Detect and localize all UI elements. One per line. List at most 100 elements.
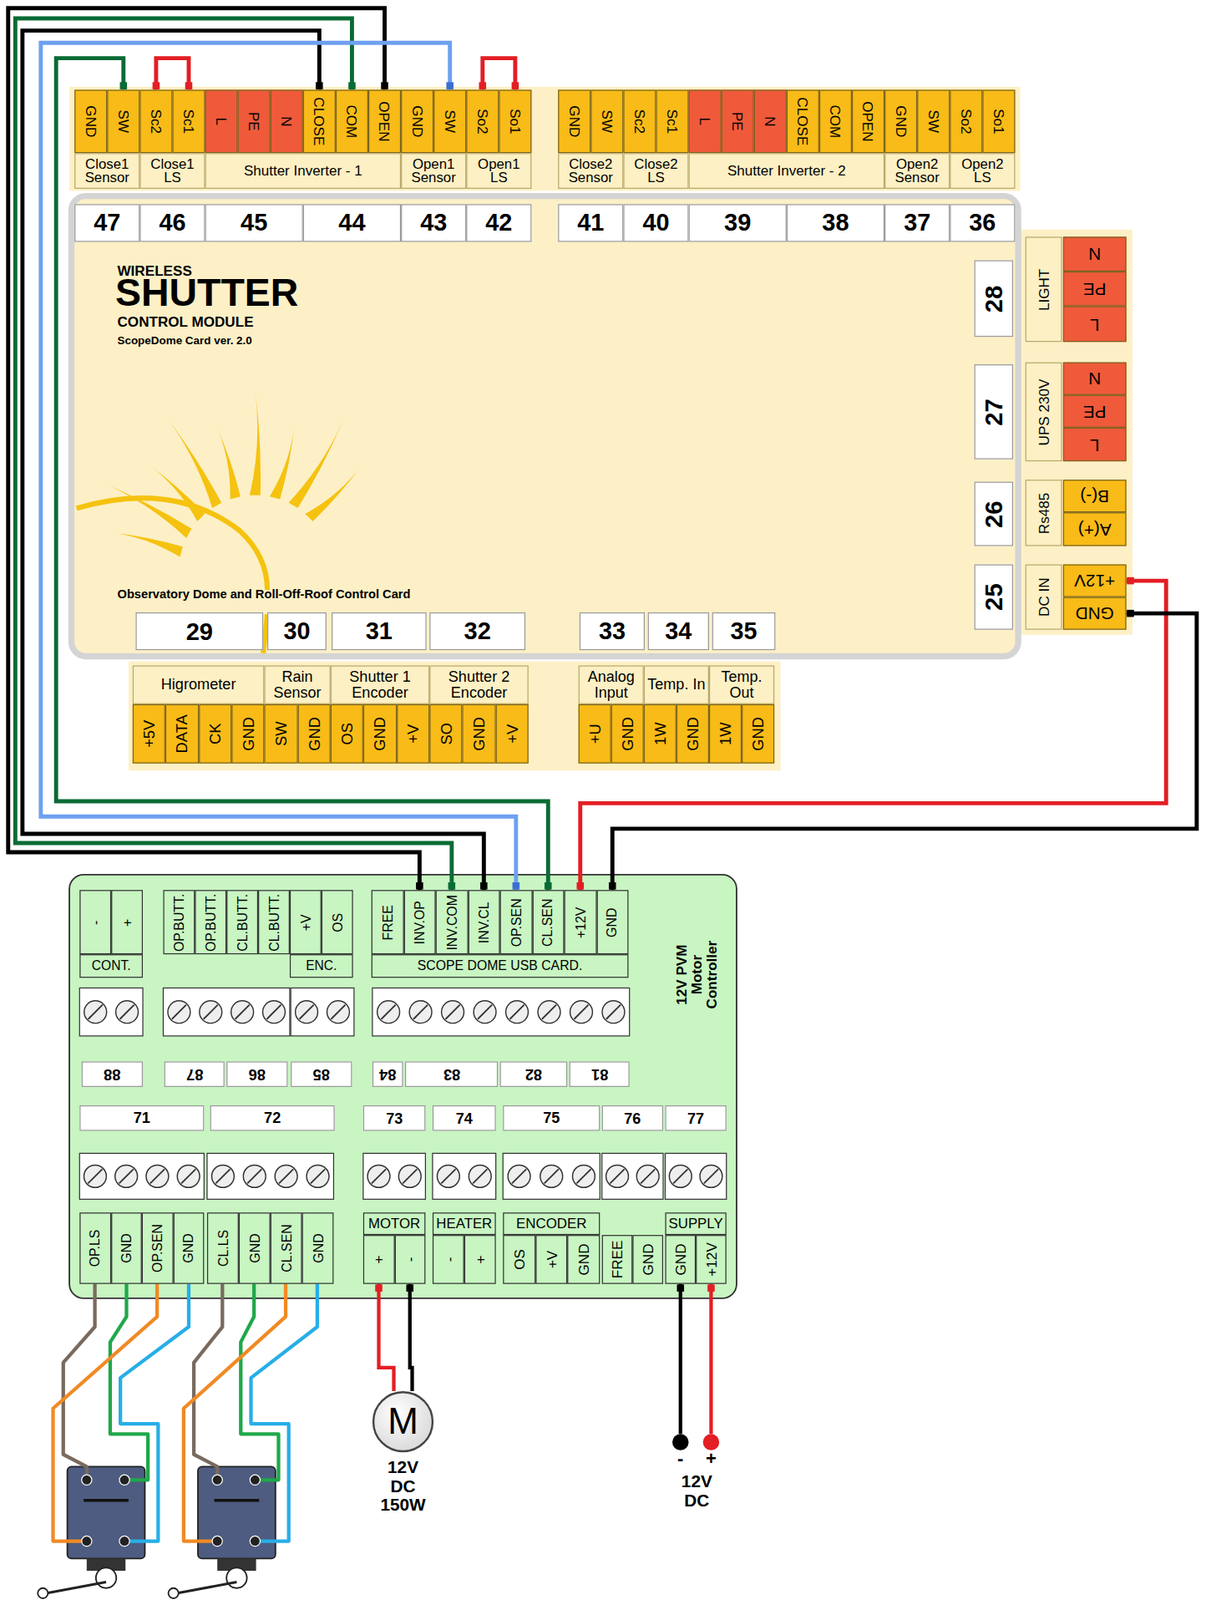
terminal-pin: L (698, 117, 713, 127)
wire-terminal (576, 881, 584, 890)
callout-number: 88 (103, 1066, 121, 1082)
screw-slot (235, 1004, 250, 1019)
terminal-pin: Sc2 (148, 109, 163, 134)
switch-terminal (249, 1535, 260, 1546)
callout-number-cell: 76 (602, 1104, 664, 1131)
terminal-pin: So1 (507, 108, 522, 134)
terminal-pin: N (763, 116, 778, 127)
wire (580, 580, 1166, 890)
terminal-pin: 1W (652, 722, 668, 745)
terminal-pin: SW (926, 110, 941, 134)
screw (306, 1164, 330, 1187)
switch-wire (240, 1283, 279, 1480)
terminal-pin: - (402, 1256, 417, 1262)
supply-rating: 12V DC (671, 1472, 723, 1511)
switch-terminal (119, 1535, 130, 1546)
group-label-cell: MOTOR (363, 1211, 426, 1235)
group-label: Open2 Sensor (886, 157, 948, 186)
terminal-pin: CK (207, 723, 223, 745)
group-label: DC IN (1036, 577, 1051, 617)
callout-number: 39 (690, 210, 785, 235)
group-label: HEATER (434, 1216, 494, 1231)
wire (379, 1283, 395, 1391)
terminal-pin: INV.CL (476, 901, 491, 943)
screw (409, 1000, 432, 1024)
screw-slot (266, 1004, 281, 1019)
terminal-pin-cell: L (205, 89, 239, 153)
wire-terminal (677, 1283, 685, 1292)
callout-number: 72 (212, 1109, 333, 1125)
callout-number-cell: 34 (648, 612, 710, 650)
callout-number: 31 (333, 618, 425, 644)
callout-number-cell: 40 (623, 203, 689, 242)
callout-number: 77 (667, 1109, 725, 1125)
terminal-pin-cell: GND (231, 704, 264, 764)
terminal-pin: +12V (1074, 572, 1115, 590)
wire-terminal (374, 1283, 383, 1292)
wire (15, 18, 452, 890)
screw-block (502, 1152, 600, 1199)
terminal-pin: SW (433, 89, 467, 153)
terminal-pin: SW (116, 110, 131, 134)
terminal-pin: CL.SEN (279, 1223, 294, 1272)
terminal-pin-cell: L (1063, 305, 1127, 342)
callout-number: 36 (952, 211, 1014, 236)
terminal-pin: GND (673, 1242, 688, 1275)
group-label: Close1 LS (141, 157, 203, 186)
screw-slot (120, 1004, 135, 1019)
wire-terminal (380, 81, 389, 90)
screw-slot (371, 1168, 386, 1183)
terminal-pin: OPEN (368, 89, 401, 153)
group-label-cell: Rs485 (1025, 479, 1063, 546)
group-label: Temp. Out (710, 669, 772, 700)
card-title: ScopeDome Card ver. 2.0 (116, 334, 252, 346)
group-label-cell: ENC. (289, 953, 354, 978)
callout-number-cell: 45 (205, 203, 304, 242)
callout-number-cell: 71 (79, 1104, 204, 1131)
screw (537, 1000, 561, 1024)
terminal-pin: N (1088, 369, 1101, 388)
wire-terminal (185, 81, 193, 90)
screw-slot (576, 1168, 591, 1183)
callout-number: 74 (434, 1109, 494, 1125)
wire (8, 8, 421, 890)
group-label-cell: Open2 LS (949, 152, 1015, 189)
screw (398, 1164, 421, 1187)
callout-number-cell: 88 (81, 1060, 143, 1087)
terminal-pin: SW (442, 110, 457, 134)
terminal-pin: A(+) (1078, 520, 1112, 538)
group-label-cell: Temp. Out (709, 664, 775, 704)
callout-number: 83 (442, 1066, 460, 1082)
wire (709, 1283, 713, 1434)
screw (243, 1164, 266, 1187)
terminal-pin: GND (619, 716, 635, 751)
screw-slot (88, 1004, 103, 1019)
callout-number-cell: 28 (974, 260, 1014, 338)
terminal-pin: + (371, 1254, 386, 1263)
terminal-pin: Sc1 (664, 109, 679, 134)
screw (167, 1000, 191, 1024)
terminal-pin-cell: CK (198, 704, 232, 764)
terminal-pin-cell: +V (396, 704, 430, 764)
terminal-pin-cell: +5V (132, 704, 166, 764)
terminal-pin-cell: + (111, 889, 143, 954)
callout-number-cell: 83 (405, 1060, 498, 1087)
terminal-pin: - (394, 1234, 426, 1284)
screw (602, 1000, 625, 1024)
board-title: 12V PVM Motor Controller (673, 933, 720, 1016)
screw-slot (330, 1004, 345, 1019)
callout-number-cell: 75 (502, 1104, 600, 1131)
terminal-pin-cell: L (1063, 427, 1127, 462)
screw-slot (673, 1168, 688, 1183)
callout-number: 43 (403, 211, 465, 236)
callout-number: 34 (649, 618, 707, 644)
wire-terminal (480, 881, 488, 890)
group-label-cell: CONT. (79, 953, 143, 978)
terminal-pin: GND (1075, 604, 1115, 623)
screw (177, 1164, 200, 1187)
terminal-pin-cell: +V (495, 704, 528, 764)
terminal-pin: INV.COM (435, 889, 468, 954)
terminal-pin-cell: - (432, 1234, 465, 1284)
group-label-cell: Close2 LS (623, 152, 689, 189)
group-label-cell: Higrometer (132, 664, 265, 704)
